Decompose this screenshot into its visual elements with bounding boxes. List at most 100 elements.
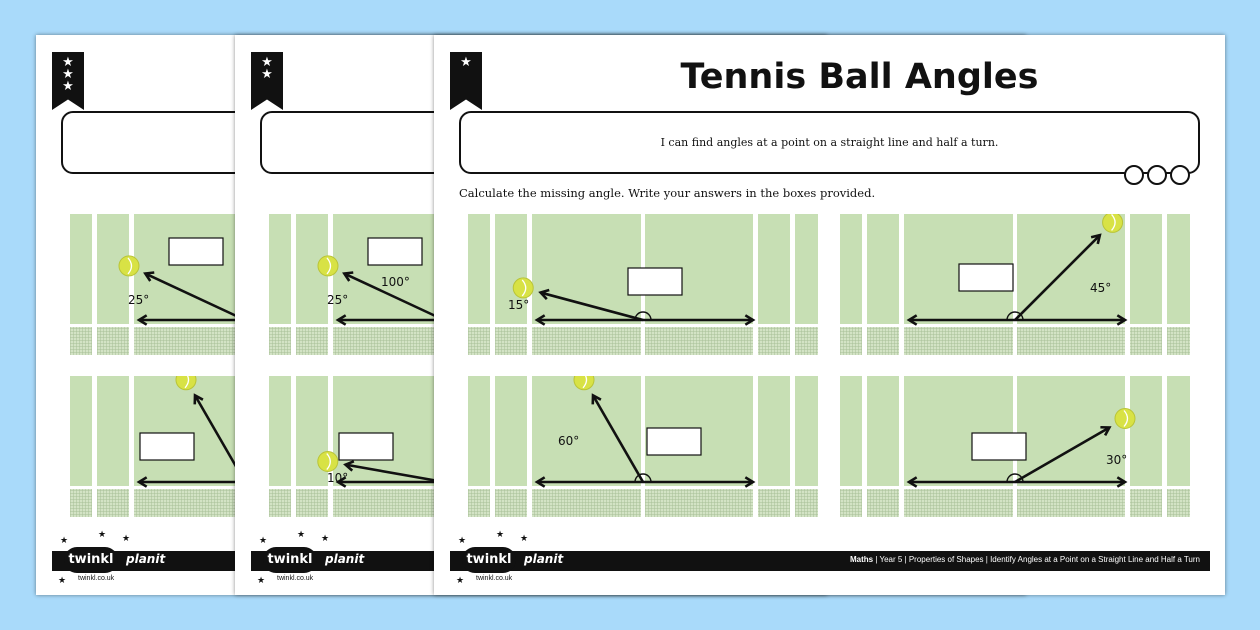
twinkl-logo: ★ ★ ★ ★ twinkl planit twinkl.co.uk bbox=[58, 529, 168, 587]
net-strip bbox=[795, 489, 818, 517]
answer-box[interactable] bbox=[168, 237, 224, 266]
net-strip bbox=[840, 489, 862, 517]
angle-ray bbox=[1014, 426, 1111, 484]
net-strip bbox=[867, 327, 899, 355]
star-icon: ★ bbox=[520, 533, 529, 543]
net-strip bbox=[296, 489, 328, 517]
star-icon: ★ bbox=[98, 529, 107, 539]
net-strip bbox=[758, 327, 790, 355]
arrow-head-left bbox=[534, 476, 546, 488]
answer-box[interactable] bbox=[139, 432, 195, 461]
question-panel-4: 30° bbox=[840, 376, 1190, 517]
arrow-head-ray bbox=[343, 460, 355, 472]
instruction-text: Calculate the missing angle. Write your … bbox=[459, 186, 876, 200]
court-strip bbox=[495, 214, 527, 324]
given-angle-label: 25° bbox=[327, 293, 348, 307]
answer-box[interactable] bbox=[646, 427, 702, 456]
answer-box[interactable] bbox=[338, 432, 394, 461]
arrow-head-left bbox=[906, 314, 918, 326]
tennis-ball-icon bbox=[118, 255, 140, 277]
logo-brand: twinkl bbox=[263, 547, 317, 573]
given-angle-label: 60° bbox=[558, 434, 579, 448]
logo-sub: planit bbox=[126, 552, 166, 566]
court-strip bbox=[70, 214, 92, 324]
net-strip bbox=[1017, 327, 1125, 355]
answer-box[interactable] bbox=[958, 263, 1014, 292]
court-strip bbox=[70, 376, 92, 486]
logo-brand: twinkl bbox=[64, 547, 118, 573]
worksheet-page-front[interactable]: ★ Tennis Ball Angles I can find angles a… bbox=[434, 35, 1225, 595]
court-strip bbox=[333, 214, 442, 324]
court-strip bbox=[840, 376, 862, 486]
arrow-head-left bbox=[136, 476, 148, 488]
tennis-court-diagram: 60° bbox=[468, 369, 818, 517]
net-strip bbox=[97, 489, 129, 517]
court-strip bbox=[333, 376, 442, 486]
twinkl-logo: ★ ★ ★ ★ twinkl planit twinkl.co.uk bbox=[257, 529, 367, 587]
court-strip bbox=[269, 214, 291, 324]
net-strip bbox=[840, 327, 862, 355]
question-panel-2: 45° bbox=[840, 211, 1190, 355]
logo-url: twinkl.co.uk bbox=[277, 575, 314, 582]
self-assessment-circles bbox=[1124, 165, 1190, 185]
difficulty-ribbon: ★★ bbox=[251, 52, 283, 110]
court-strip bbox=[1167, 214, 1190, 324]
net-strip bbox=[468, 327, 490, 355]
tennis-court-diagram: 45° bbox=[840, 211, 1190, 355]
answer-box[interactable] bbox=[627, 267, 683, 296]
footer-subject: Maths bbox=[849, 555, 874, 564]
net-strip bbox=[645, 489, 753, 517]
court-strip bbox=[867, 376, 899, 486]
star-icon: ★ bbox=[297, 529, 306, 539]
arrow-head-right bbox=[1116, 314, 1128, 326]
court-strip bbox=[468, 376, 490, 486]
angle-arc bbox=[634, 311, 652, 321]
arrow-head-ray bbox=[1090, 233, 1102, 245]
assessment-circle[interactable] bbox=[1147, 165, 1167, 185]
net-strip bbox=[296, 327, 328, 355]
star-icon: ★ bbox=[122, 533, 131, 543]
given-angle-label: 45° bbox=[1090, 281, 1111, 295]
net-strip bbox=[495, 327, 527, 355]
twinkl-logo: ★ ★ ★ ★ twinkl planit twinkl.co.uk bbox=[456, 529, 566, 587]
arrow-head-ray bbox=[538, 288, 550, 300]
tennis-ball-icon bbox=[1114, 408, 1136, 429]
net-strip bbox=[97, 327, 129, 355]
arrow-head-ray bbox=[193, 393, 204, 405]
learning-objective-box: I can find angles at a point on a straig… bbox=[459, 111, 1200, 174]
net-strip bbox=[758, 489, 790, 517]
net-strip bbox=[70, 489, 92, 517]
arrow-head-left bbox=[335, 314, 347, 326]
net-strip bbox=[134, 489, 243, 517]
net-strip bbox=[333, 489, 442, 517]
net-strip bbox=[333, 327, 442, 355]
logo-sub: planit bbox=[524, 552, 564, 566]
arrow-head-left bbox=[534, 314, 546, 326]
tennis-court-diagram: 30° bbox=[840, 376, 1190, 517]
net-strip bbox=[70, 327, 92, 355]
angle-arc bbox=[1006, 311, 1024, 321]
arrow-head-ray bbox=[1100, 425, 1112, 437]
court-strip bbox=[97, 376, 129, 486]
court-strip bbox=[758, 376, 790, 486]
page-title: Tennis Ball Angles bbox=[680, 57, 1039, 97]
given-angle-label: 10° bbox=[327, 471, 348, 485]
answer-box[interactable] bbox=[367, 237, 423, 266]
net-strip bbox=[645, 327, 753, 355]
answer-box[interactable] bbox=[971, 432, 1027, 461]
star-icon: ★ bbox=[458, 535, 467, 545]
net-strip bbox=[532, 489, 641, 517]
logo-url: twinkl.co.uk bbox=[476, 575, 513, 582]
court-strip bbox=[269, 376, 291, 486]
arrow-head-ray bbox=[143, 271, 155, 282]
court-strip bbox=[134, 214, 243, 324]
net-strip bbox=[495, 489, 527, 517]
assessment-circle[interactable] bbox=[1170, 165, 1190, 185]
assessment-circle[interactable] bbox=[1124, 165, 1144, 185]
arrow-head-ray bbox=[342, 271, 354, 282]
angle-ray bbox=[345, 463, 445, 484]
tennis-court-diagram: 15° bbox=[468, 214, 818, 355]
net-strip bbox=[468, 489, 490, 517]
net-strip bbox=[904, 327, 1013, 355]
court-strip bbox=[1017, 214, 1125, 324]
